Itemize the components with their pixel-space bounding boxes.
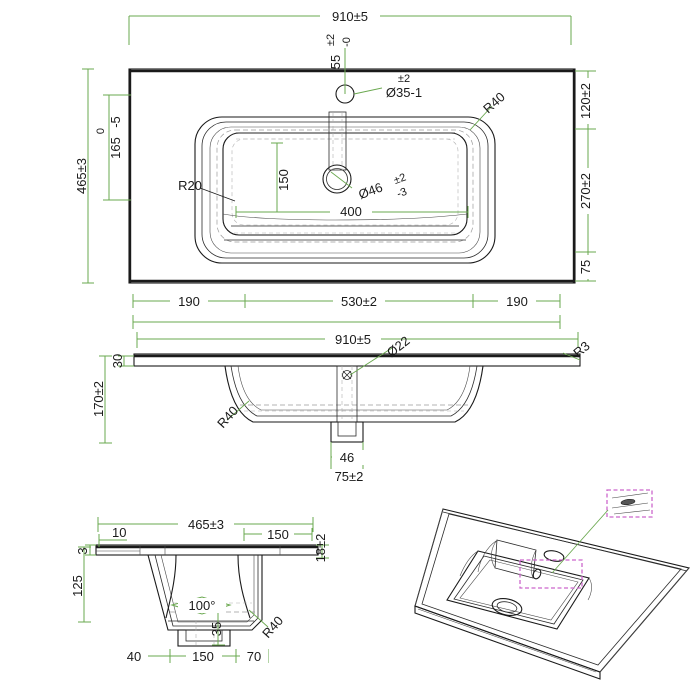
dim-left-margin: 190 xyxy=(178,294,200,309)
dim-boss-width: 46 xyxy=(340,450,354,465)
dim-tap-hole-tol-lower: -0 xyxy=(341,37,353,47)
top-view-geometry xyxy=(128,68,576,284)
dim-drain-dia-tol-lower: -3 xyxy=(395,186,408,201)
dim-side-overall-height: 125 xyxy=(70,575,85,597)
dim-drain-dia: Ø46 xyxy=(356,180,384,203)
dim-corner-radius-outer: R40 xyxy=(480,89,508,116)
dim-basin-depth: 270±2 xyxy=(578,173,593,209)
front-view-labels: 910±5 30 170±2 R40 Ø22 R3 46 75±2 xyxy=(91,331,593,484)
dim-front-rim-thickness: 18±2 xyxy=(313,534,328,563)
dim-overflow-dia: Ø22 xyxy=(384,333,413,360)
dim-tap-hole-tol-upper: ±2 xyxy=(325,34,337,46)
iso-view-geometry xyxy=(414,489,691,680)
dim-front-overall-height: 170±2 xyxy=(91,381,106,417)
dim-back-to-basin: 120±2 xyxy=(578,83,593,119)
dim-basin-left-tol-upper: 0 xyxy=(95,128,107,134)
dim-top-thickness: 30 xyxy=(110,354,125,368)
dim-tap-hole-dia: Ø35-1 xyxy=(386,85,422,100)
dim-corner-radius-inner: R20 xyxy=(178,178,202,193)
side-view-geometry xyxy=(95,544,319,647)
dim-side-40: 40 xyxy=(127,649,141,664)
dim-drain-offset-x: 400 xyxy=(340,204,362,219)
dim-top-overall-width: 910±5 xyxy=(332,9,368,24)
dim-side-150: 150 xyxy=(192,649,214,664)
dim-top-overall-depth: 465±3 xyxy=(74,158,89,194)
dim-drain-offset-y: 150 xyxy=(276,169,291,191)
dim-basin-from-left: 165 xyxy=(108,137,123,159)
dim-back-ledge: 10 xyxy=(112,525,126,540)
dim-basin-left-tol-lower: -5 xyxy=(108,116,123,128)
dim-sump-depth: 35 xyxy=(209,622,224,636)
dim-front-overall-width: 910±5 xyxy=(335,332,371,347)
front-view-geometry xyxy=(133,353,581,443)
top-view-labels: 910±5 ±2 -0 55 ±2 Ø35-1 465±3 0 165 -5 R… xyxy=(74,8,600,309)
dim-basin-width: 530±2 xyxy=(341,294,377,309)
dim-right-margin: 190 xyxy=(506,294,528,309)
dim-side-70: 70 xyxy=(247,649,261,664)
dim-drain-dia-tol-upper: ±2 xyxy=(392,171,408,186)
dim-front-flat: 150 xyxy=(267,527,289,542)
dim-wall-angle: 100° xyxy=(189,598,216,613)
dim-edge-radius: R3 xyxy=(570,338,592,360)
dim-front-margin: 75 xyxy=(578,260,593,274)
dim-side-overall-depth: 465±3 xyxy=(188,517,224,532)
dim-tap-hole-dia-tol: ±2 xyxy=(398,73,410,85)
side-view-labels: 465±3 10 3 125 150 18±2 100° 35 R40 40 1… xyxy=(70,516,328,664)
dim-front-bowl-radius: R40 xyxy=(214,403,241,431)
dim-boss-offset: 75±2 xyxy=(335,469,364,484)
dim-side-bowl-radius: R40 xyxy=(259,613,286,641)
dim-tap-hole-from-back: 55 xyxy=(328,55,343,69)
dim-rim-thickness: 3 xyxy=(75,547,90,554)
